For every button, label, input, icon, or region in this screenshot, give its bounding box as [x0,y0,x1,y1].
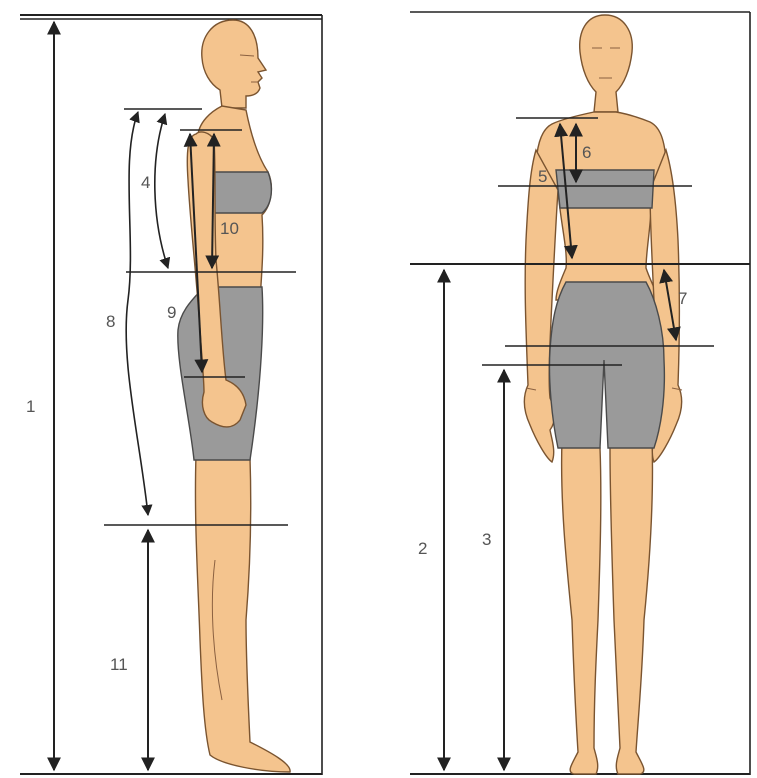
measure-2-label: 2 [418,539,427,558]
measure-5-label: 5 [538,167,547,186]
measure-3-label: 3 [482,530,491,549]
measure-11-label: 11 [110,655,128,674]
front-view-figure: 2 3 5 6 7 [410,12,750,775]
side-view-figure: 1 4 8 9 10 11 [20,15,322,775]
measure-9-label: 9 [167,303,176,322]
measure-10-label: 10 [220,219,239,238]
front-body [524,15,682,774]
measure-4-arrow [155,114,168,268]
measure-8-label: 8 [106,312,115,331]
measure-6-label: 6 [582,143,591,162]
side-body [178,20,290,772]
measure-7-label: 7 [678,289,687,308]
measure-4-label: 4 [141,173,150,192]
measure-1-label: 1 [26,397,35,416]
